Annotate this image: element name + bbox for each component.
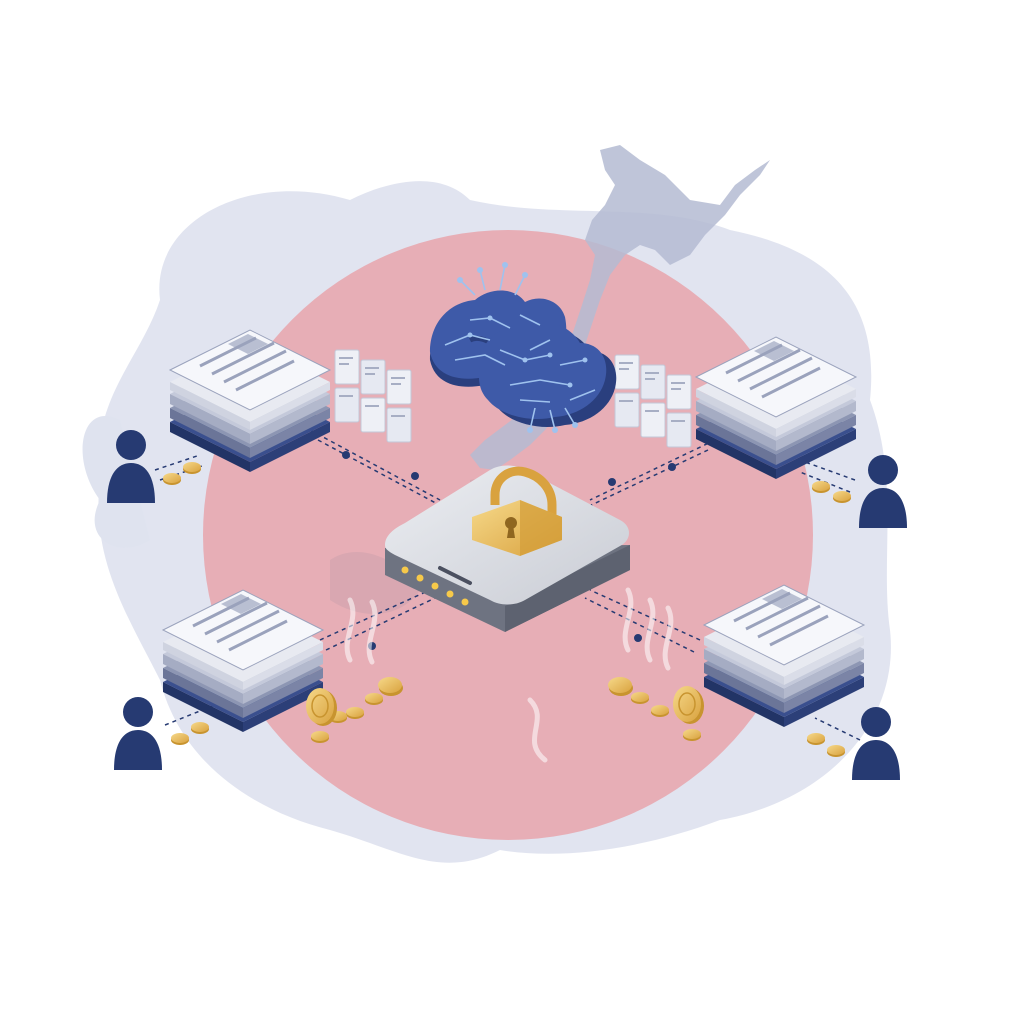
padlock-icon xyxy=(472,466,562,556)
device-leds xyxy=(401,566,469,606)
japan-map xyxy=(470,145,770,470)
person-icon xyxy=(114,697,162,770)
coin-icon xyxy=(306,677,704,726)
brain-circuit-icon xyxy=(430,262,617,433)
network-connections xyxy=(154,429,861,741)
